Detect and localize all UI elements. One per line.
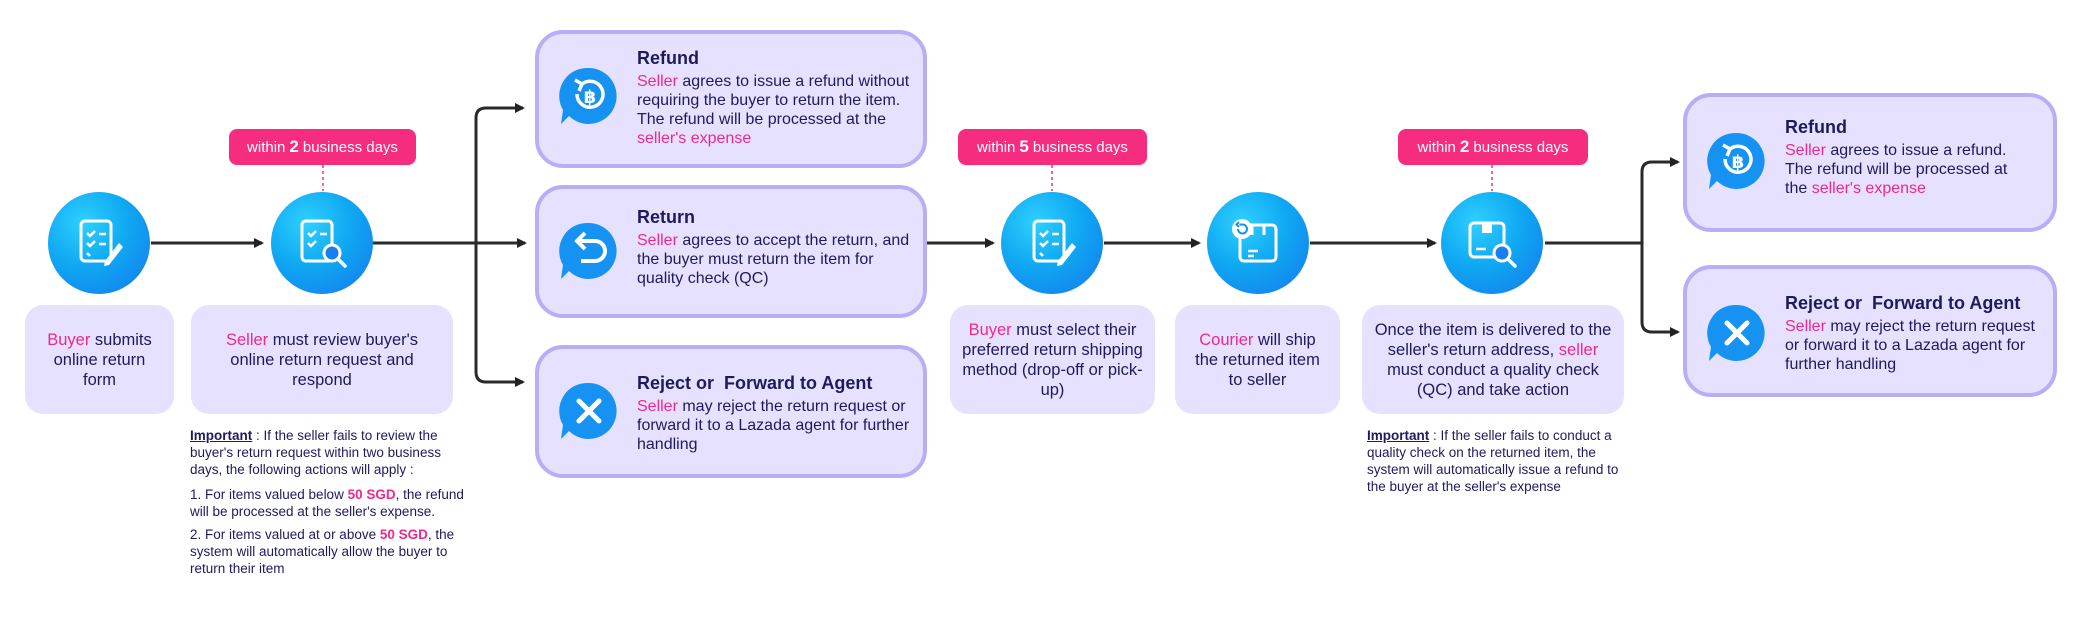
outcome-card-reject-qc: Reject or Forward to Agent Seller may re… [1683,265,2057,397]
card-text: Seller agrees to issue a refund. The ref… [1785,142,2008,197]
step-seller-review: Seller must review buyer's online return… [191,305,453,414]
arrow-review-refund [474,103,525,243]
step-buyer-submits: Buyer submits online return form [25,305,174,414]
card-title: Refund [1785,117,1847,137]
form-edit-icon [1032,219,1076,266]
step-courier-ship: Courier will ship the returned item to s… [1175,305,1340,414]
svg-text:฿: ฿ [584,87,597,108]
refund-baht-icon: ฿ [1707,132,1765,189]
outcome-card-refund-qc: ฿ Refund Seller agrees to issue a refund… [1683,93,2057,232]
close-icon [559,382,617,439]
outcome-card-refund: ฿ Refund Seller agrees to issue a refund… [535,30,927,168]
quality-check-icon-circle [1441,192,1543,294]
form-edit-icon [79,219,123,266]
card-text: Seller agrees to issue a refund without … [637,73,910,147]
outcome-card-return: Return Seller agrees to accept the retur… [535,185,927,318]
note-label: Important [1367,428,1430,443]
card-title: Reject or Forward to Agent [637,373,873,393]
card-text: Seller agrees to accept the return, and … [637,232,910,287]
card-text: Seller may reject the return request or … [1785,318,2035,373]
card-title: Return [637,207,695,227]
form-search-icon [300,219,347,268]
note-label: Important [190,428,253,443]
courier-ship-icon-circle [1207,192,1309,294]
card-title: Refund [637,48,699,68]
arrow-qc-refund [1640,157,1680,243]
important-note-review: Important : If the seller fails to revie… [190,428,464,576]
return-arrow-icon [559,222,617,279]
card-text: Seller may reject the return request or … [637,398,910,453]
outcome-card-reject: Reject or Forward to Agent Seller may re… [535,345,927,478]
step-buyer-select-shipping: Buyer must select their preferred return… [950,305,1155,414]
arrow-review-reject [474,243,525,387]
return-package-icon [1232,219,1278,263]
package-search-icon [1468,221,1517,268]
refund-baht-icon: ฿ [559,67,617,124]
review-request-icon-circle [271,192,373,294]
submit-form-icon-circle [48,192,150,294]
svg-text:฿: ฿ [1732,152,1745,173]
step-seller-quality-check: Once the item is delivered to the seller… [1362,305,1624,414]
select-shipping-icon-circle [1001,192,1103,294]
important-note-qc: Important : If the seller fails to condu… [1367,428,1619,494]
card-title: Reject or Forward to Agent [1785,293,2021,313]
arrow-qc-reject [1640,243,1680,337]
close-icon [1707,304,1765,361]
